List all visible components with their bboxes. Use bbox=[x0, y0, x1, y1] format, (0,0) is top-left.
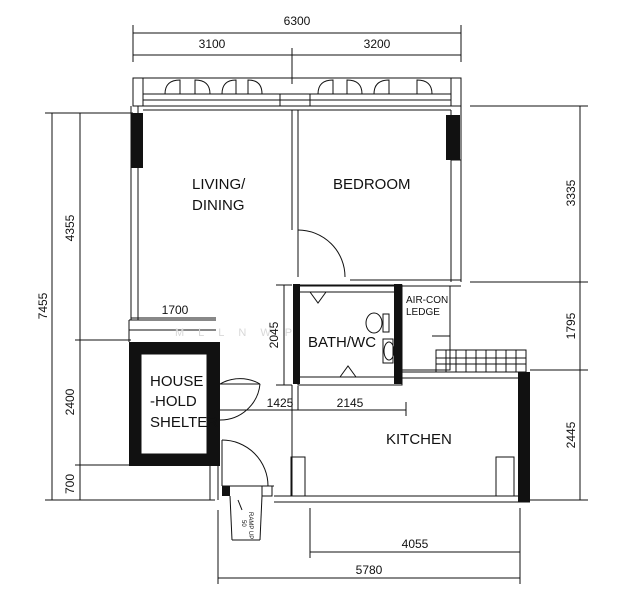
dim-left-lower: 700 bbox=[63, 474, 77, 494]
dim-top-total: 6300 bbox=[284, 14, 311, 28]
watermark: MLLNWP bbox=[175, 327, 306, 339]
dim-right-middle: 1795 bbox=[564, 312, 578, 339]
dim-bath-width: 2145 bbox=[337, 396, 364, 410]
top-dimensions: 6300 3100 3200 bbox=[132, 14, 462, 84]
room-labels: LIVING/ DINING BEDROOM BATH/WC AIR-CON L… bbox=[150, 176, 452, 539]
dim-shelter-width: 1700 bbox=[162, 303, 189, 317]
room-shelter-line3: SHELTER bbox=[150, 414, 218, 431]
room-shelter-line2: -HOLD bbox=[150, 393, 197, 410]
dim-right-upper: 3335 bbox=[564, 179, 578, 206]
bottom-dimensions: 4055 5780 bbox=[217, 508, 521, 584]
room-living-line2: DINING bbox=[192, 197, 245, 214]
dim-bottom-inner: 4055 bbox=[402, 537, 429, 551]
dim-bath-height: 2045 bbox=[267, 321, 281, 348]
room-kitchen: KITCHEN bbox=[386, 431, 452, 448]
ramp-label-line2: 50 bbox=[240, 520, 246, 527]
dim-left-middle: 2400 bbox=[63, 388, 77, 415]
top-windows bbox=[132, 77, 462, 107]
dim-shelter-door: 1425 bbox=[267, 396, 294, 410]
dim-top-left: 3100 bbox=[199, 37, 226, 51]
room-bath: BATH/WC bbox=[308, 334, 376, 351]
dim-top-right: 3200 bbox=[364, 37, 391, 51]
room-bedroom: BEDROOM bbox=[333, 176, 411, 193]
room-aircon-line2: LEDGE bbox=[406, 307, 440, 318]
dim-right-lower: 2445 bbox=[564, 421, 578, 448]
room-aircon-line1: AIR-CON bbox=[406, 295, 448, 306]
dim-left-total: 7455 bbox=[36, 292, 50, 319]
room-living-line1: LIVING/ bbox=[192, 176, 246, 193]
right-dimensions: 3335 1795 2445 bbox=[470, 105, 588, 501]
walls bbox=[128, 106, 530, 541]
interior-dimensions: 1700 2045 1425 2145 bbox=[131, 284, 407, 416]
left-dimensions: 7455 4355 2400 700 bbox=[36, 112, 215, 501]
room-shelter-line1: HOUSE bbox=[150, 373, 203, 390]
ramp-label-line1: RAMP UP bbox=[247, 512, 253, 539]
dim-bottom-total: 5780 bbox=[356, 563, 383, 577]
dim-left-upper: 4355 bbox=[63, 214, 77, 241]
